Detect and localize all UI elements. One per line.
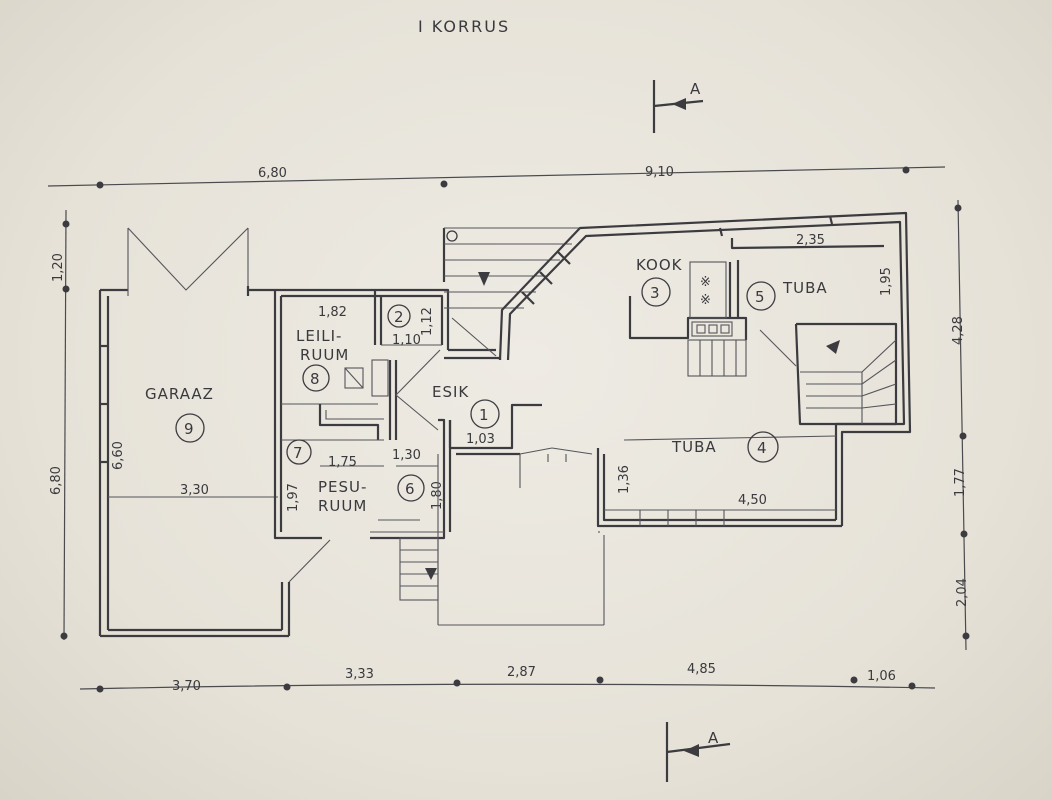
dimension-line-top: 6,80 9,10 (47, 165, 946, 189)
section-marker-top: A (652, 80, 704, 133)
room4-height: 1,36 (617, 465, 632, 494)
dim-bottom-2: 3,33 (345, 667, 374, 682)
room2-number: 2 (394, 308, 404, 326)
dim-bottom-4: 4,85 (687, 662, 716, 677)
room2-height: 1,12 (420, 307, 435, 336)
kitchen-number: 3 (650, 284, 660, 302)
hall: ESIK 1 1,03 (395, 227, 605, 626)
kitchen-wing: ※ ※ KOOK 3 2,35 5 TUBA 1,95 (498, 211, 912, 526)
garage-wall-ticks (100, 344, 108, 464)
room5-width: 2,35 (796, 233, 825, 248)
garage-depth: 6,60 (111, 441, 126, 470)
dim-top-2: 9,10 (645, 165, 674, 180)
room4-name: TUBA (671, 438, 717, 456)
room5-name: TUBA (782, 279, 828, 297)
room2-width: 1,10 (392, 333, 421, 348)
upper-stair (444, 227, 580, 309)
dim-left-1: 1,20 (51, 253, 66, 282)
sauna-name-line1: LEILI- (296, 327, 342, 345)
garage-number: 9 (184, 420, 194, 438)
dim-bottom-3: 2,87 (507, 665, 536, 680)
dim-left-2: 6,80 (49, 466, 64, 495)
garage-width: 3,30 (180, 483, 209, 498)
sauna-width: 1,82 (318, 305, 347, 320)
room5-height: 1,95 (879, 267, 894, 296)
room4: TUBA 4 1,36 4,50 (596, 431, 842, 533)
hall-area: 1,03 (466, 432, 495, 447)
room4-width: 4,50 (738, 493, 767, 508)
inner-stair (687, 339, 747, 377)
room7-width: 1,75 (328, 455, 357, 470)
section-marker-bottom: A (665, 722, 731, 782)
dim-bottom-1: 3,70 (172, 679, 201, 694)
garage-name: GARAAZ (145, 385, 214, 403)
plan-title: I KORRUS (418, 17, 510, 36)
washroom-number: 6 (405, 480, 415, 498)
range-hood-mark: ※ (700, 275, 711, 290)
dimension-line-bottom: 3,70 3,33 2,87 4,85 1,06 (79, 662, 936, 694)
sauna-name-line2: RUUM (300, 346, 349, 364)
room4-number: 4 (757, 439, 767, 457)
dim-bottom-5: 1,06 (867, 669, 896, 684)
entrance-stair (399, 537, 439, 601)
washroom-width: 1,30 (392, 448, 421, 463)
dimension-line-right: 4,28 1,77 2,04 (951, 199, 970, 651)
hall-name: ESIK (432, 383, 469, 401)
range-hood-mark-2: ※ (700, 293, 711, 308)
dim-right-1: 4,28 (951, 316, 966, 345)
dim-right-2: 1,77 (953, 468, 968, 497)
washroom-name-line2: RUUM (318, 497, 367, 515)
kitchen-name: KOOK (636, 256, 683, 274)
section-label-bottom: A (708, 729, 719, 747)
dim-top-1: 6,80 (258, 166, 287, 181)
hall-number: 1 (479, 406, 489, 424)
spiral-stair (794, 322, 898, 426)
room7-number: 7 (293, 444, 303, 462)
room5-number: 5 (755, 288, 765, 306)
wet-rooms-block: 1,82 LEILI- RUUM 8 2 1,10 1,12 7 1,75 1,… (248, 288, 452, 540)
dim-right-3: 2,04 (955, 578, 970, 607)
room7-height: 1,97 (286, 483, 301, 512)
section-label-top: A (690, 80, 701, 98)
washroom-name-line1: PESU- (318, 478, 367, 496)
sauna-number: 8 (310, 370, 320, 388)
dimension-line-left: 1,20 6,80 (49, 209, 70, 641)
